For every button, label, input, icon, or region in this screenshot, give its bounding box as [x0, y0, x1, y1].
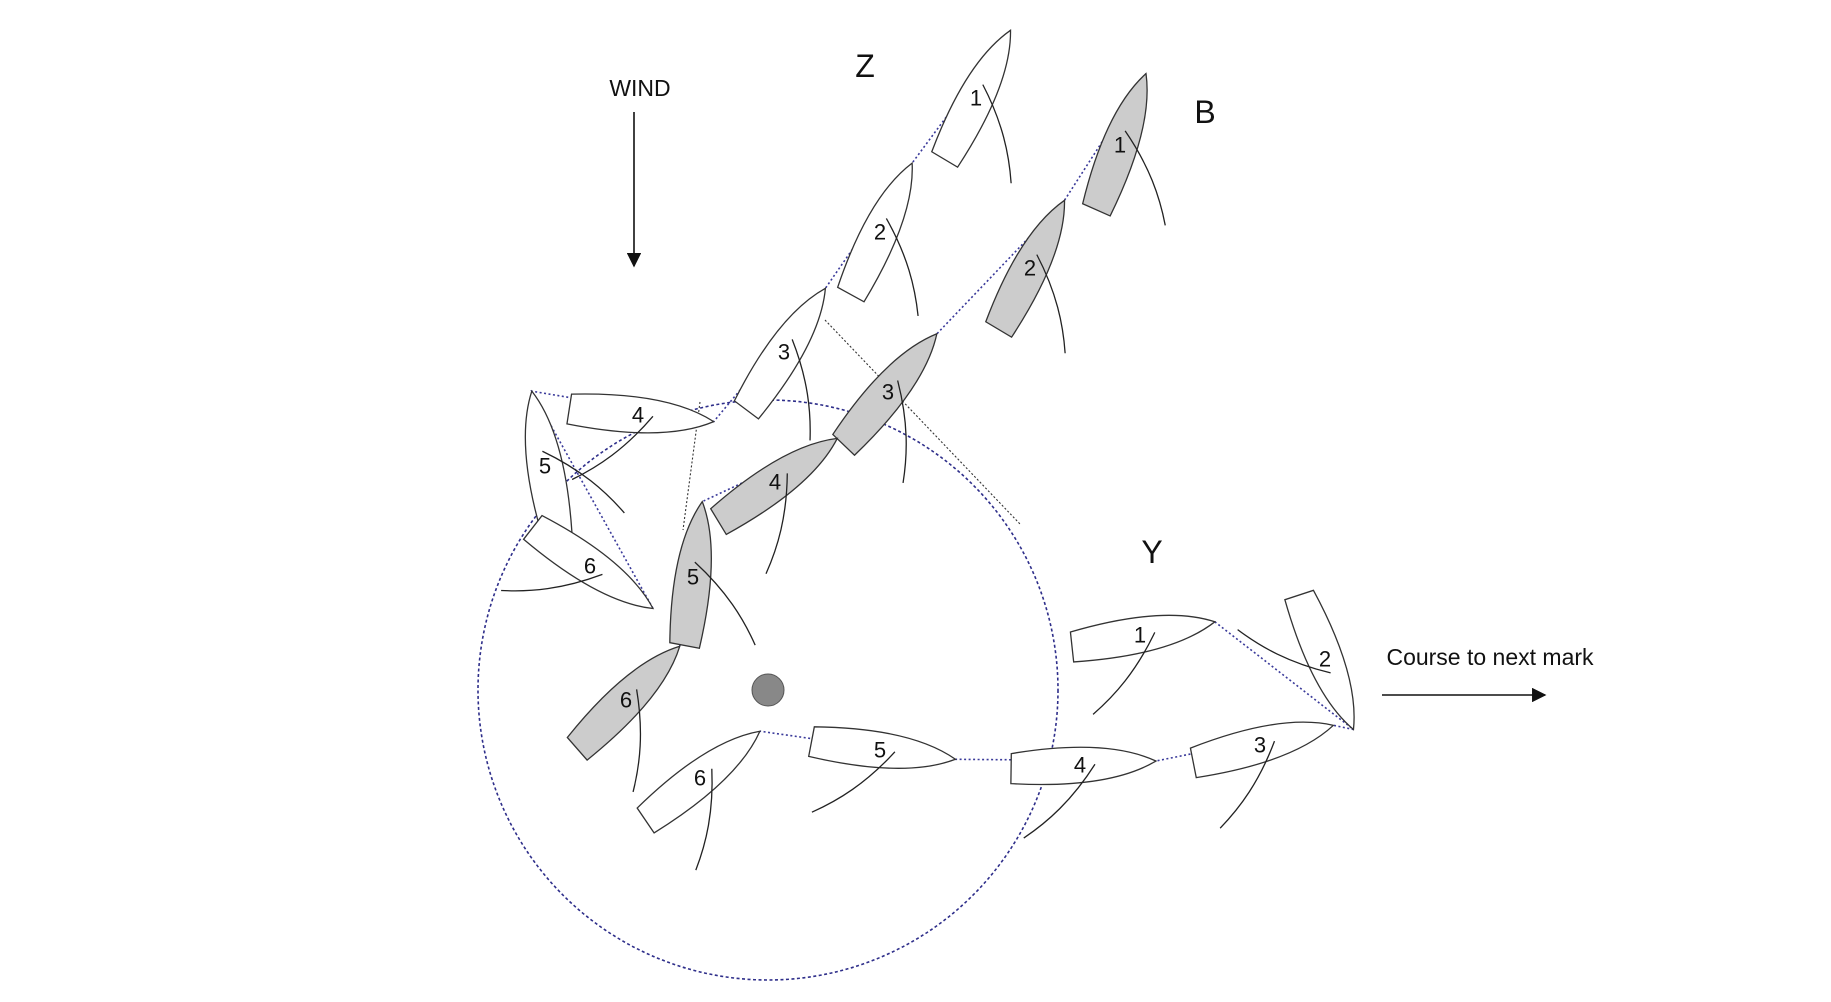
boat-b-3-number: 3 — [882, 380, 894, 405]
trail-z — [530, 29, 1012, 609]
boat-hull — [1189, 721, 1335, 779]
boat-boom — [885, 218, 919, 317]
boat-z-4 — [566, 393, 716, 481]
mark — [751, 673, 785, 707]
boat-y-5 — [807, 726, 957, 813]
boat-boom — [1237, 629, 1331, 674]
boat-z-3-number: 3 — [778, 340, 790, 365]
boat-boom — [1124, 130, 1166, 226]
boat-hull — [522, 514, 655, 610]
boat-y-1-number: 1 — [1134, 623, 1146, 648]
boat-hull — [1284, 589, 1355, 731]
boat-b-4-number: 4 — [769, 470, 781, 495]
boat-hull — [984, 199, 1066, 339]
boat-b-6-number: 6 — [620, 688, 632, 713]
boat-b-2-number: 2 — [1024, 256, 1036, 281]
boat-b-4 — [709, 437, 839, 575]
boat-boom — [571, 415, 654, 481]
boat-boom — [1219, 740, 1276, 829]
boat-z-2 — [836, 161, 919, 317]
boat-z-6 — [501, 514, 655, 610]
boat-boom — [1036, 254, 1066, 354]
boat-boom — [791, 339, 811, 441]
boat-boom — [694, 561, 756, 646]
boat-b-2 — [984, 199, 1066, 354]
boat-hull — [836, 161, 913, 303]
boat-hull — [566, 645, 681, 762]
boat-boom — [897, 380, 907, 484]
boat-hull — [733, 287, 827, 420]
boats-layer: 1 2 3 4 5 6 1 2 3 4 5 6 1 2 3 4 5 6 — [501, 29, 1355, 871]
boat-y-3 — [1189, 721, 1335, 829]
boat-b-5 — [669, 500, 756, 650]
boat-z-6-number: 6 — [584, 554, 596, 579]
boat-hull — [709, 437, 839, 536]
boat-hull — [1081, 72, 1148, 217]
boat-z-4-number: 4 — [632, 403, 644, 428]
boat-hull — [566, 393, 716, 434]
boat-z-1 — [930, 29, 1012, 184]
boat-hull — [930, 29, 1012, 169]
boat-z-3 — [733, 287, 827, 441]
course-label: Course to next mark — [1386, 644, 1594, 670]
boat-y-4 — [1010, 746, 1158, 839]
boat-b-5-number: 5 — [687, 565, 699, 590]
boat-z-2-number: 2 — [874, 220, 886, 245]
boat-hull — [1010, 746, 1158, 786]
boat-z-5-number: 5 — [539, 454, 551, 479]
boat-boom — [501, 573, 603, 592]
guide-line-z3 — [824, 319, 1021, 525]
boat-b-6 — [566, 645, 681, 793]
boat-y-6-number: 6 — [694, 766, 706, 791]
boat-boom — [982, 84, 1012, 184]
boat-hull — [807, 726, 957, 769]
boat-boom — [811, 751, 896, 813]
boat-hull — [1069, 614, 1217, 663]
boat-hull — [831, 332, 938, 457]
boat-b-1-number: 1 — [1114, 133, 1126, 158]
boat-b-label: B — [1194, 94, 1215, 130]
boat-y-6 — [636, 730, 761, 871]
boat-hull — [636, 730, 761, 834]
boat-z-1-number: 1 — [970, 86, 982, 111]
boat-y-1 — [1069, 614, 1217, 715]
boat-y-label: Y — [1141, 534, 1162, 570]
boat-y-4-number: 4 — [1074, 753, 1086, 778]
boat-boom — [632, 689, 642, 793]
boat-boom — [1092, 632, 1156, 715]
boat-y-5-number: 5 — [874, 738, 886, 763]
wind-label: WIND — [609, 75, 670, 101]
boat-boom — [1023, 763, 1096, 839]
boat-b-1 — [1081, 72, 1166, 226]
boat-hull — [669, 500, 712, 650]
boat-y-2-number: 2 — [1319, 647, 1331, 672]
boat-y-2 — [1237, 589, 1355, 731]
boat-boom — [542, 450, 625, 514]
boat-b-3 — [831, 332, 938, 484]
boat-z-label: Z — [855, 48, 875, 84]
boat-boom — [695, 768, 713, 871]
boat-boom — [765, 473, 788, 575]
boat-y-3-number: 3 — [1254, 733, 1266, 758]
